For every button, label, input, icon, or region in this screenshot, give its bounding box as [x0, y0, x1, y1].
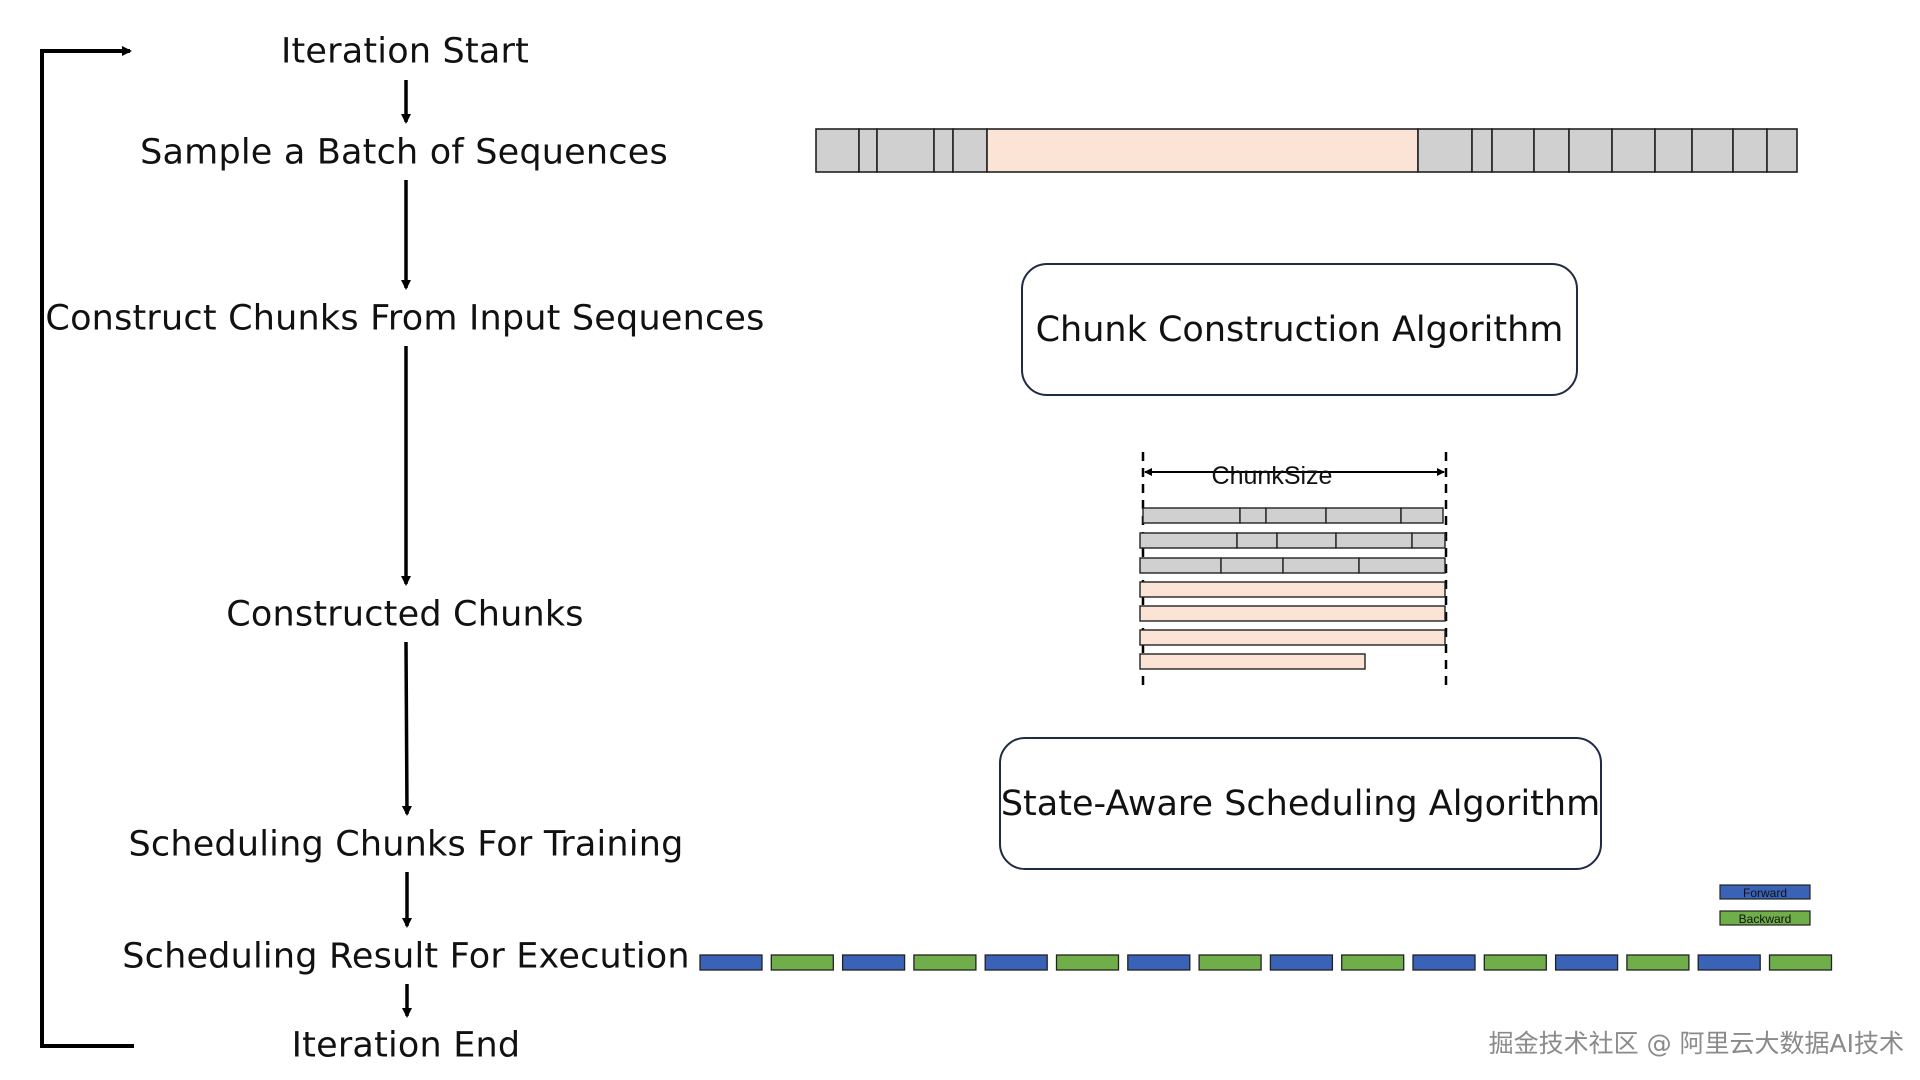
- scheduling-algorithm-label: State-Aware Scheduling Algorithm: [1000, 783, 1601, 824]
- scheduling-result-bar: [699, 954, 1833, 971]
- chunk-long-piece: [1139, 605, 1446, 622]
- sequence-segment: [1533, 128, 1570, 173]
- step-scheduling-result: Scheduling Result For Execution: [122, 936, 690, 977]
- sequence-segment: [1691, 128, 1734, 173]
- legend-backward-label: Backward: [1739, 912, 1792, 926]
- watermark: 掘金技术社区 @ 阿里云大数据AI技术: [1488, 1029, 1904, 1058]
- scheduling-algorithm-box: State-Aware Scheduling Algorithm: [999, 737, 1602, 870]
- constructed-chunks: [1139, 507, 1446, 670]
- forward-block: [699, 954, 763, 971]
- forward-block: [841, 954, 906, 971]
- loop-back-line: [40, 46, 134, 1048]
- chunk-size-dimension: ChunkSize: [1141, 452, 1448, 690]
- chunk-piece: [1142, 507, 1241, 524]
- sequence-segment: [1568, 128, 1613, 173]
- chunk-piece: [1335, 532, 1413, 549]
- chunk-piece: [1282, 557, 1360, 574]
- backward-block: [770, 954, 834, 971]
- chunk-long-piece: [1139, 629, 1446, 646]
- forward-block: [984, 954, 1048, 971]
- sequence-segment: [1471, 128, 1493, 173]
- chunk-piece: [1139, 532, 1238, 549]
- step-scheduling-chunks: Scheduling Chunks For Training: [128, 824, 684, 865]
- legend: Forward Backward: [1719, 884, 1811, 926]
- chunk-long-piece-partial: [1139, 653, 1366, 670]
- sequence-segment: [858, 128, 878, 173]
- chunk-piece: [1325, 507, 1402, 524]
- chunk-piece: [1236, 532, 1278, 549]
- step-sample-batch: Sample a Batch of Sequences: [140, 132, 668, 173]
- sequence-long: [986, 128, 1419, 173]
- forward-block: [1412, 954, 1476, 971]
- flow-arrow-4: [401, 641, 412, 816]
- sequence-segment: [1766, 128, 1798, 173]
- sequence-segment: [815, 128, 860, 173]
- forward-block: [1697, 954, 1761, 971]
- step-constructed-chunks: Constructed Chunks: [226, 594, 584, 635]
- sequence-segment: [1417, 128, 1473, 173]
- step-construct-chunks: Construct Chunks From Input Sequences: [45, 298, 765, 339]
- sequence-segment: [1654, 128, 1693, 173]
- step-iteration-start: Iteration Start: [280, 31, 530, 72]
- legend-backward-swatch: [1719, 910, 1811, 926]
- backward-block: [1483, 954, 1547, 971]
- sequence-batch-bar: [815, 128, 1798, 173]
- chunk-piece: [1139, 557, 1222, 574]
- step-iteration-end: Iteration End: [291, 1025, 521, 1066]
- forward-block: [1554, 954, 1619, 971]
- chunk-piece: [1239, 507, 1267, 524]
- chunk-piece: [1276, 532, 1337, 549]
- legend-forward-label: Forward: [1743, 886, 1787, 900]
- sequence-segment: [1611, 128, 1656, 173]
- sequence-segment: [1491, 128, 1535, 173]
- sequence-segment: [1732, 128, 1768, 173]
- chunk-piece: [1265, 507, 1327, 524]
- sequence-segment: [876, 128, 935, 173]
- chunk-piece: [1358, 557, 1446, 574]
- chunk-piece: [1220, 557, 1284, 574]
- chunk-size-label: ChunkSize: [1212, 462, 1333, 490]
- backward-block: [1198, 954, 1262, 971]
- chunk-construction-algorithm-box: Chunk Construction Algorithm: [1021, 263, 1578, 396]
- flow-arrows: [401, 80, 412, 1018]
- chunk-piece: [1411, 532, 1446, 549]
- forward-block: [1269, 954, 1334, 971]
- backward-block: [913, 954, 977, 971]
- backward-block: [1341, 954, 1405, 971]
- backward-block: [1055, 954, 1120, 971]
- sequence-segment: [952, 128, 988, 173]
- chunk-piece: [1400, 507, 1444, 524]
- backward-block: [1626, 954, 1690, 971]
- chunk-construction-algorithm-label: Chunk Construction Algorithm: [1035, 309, 1564, 350]
- legend-forward-swatch: [1719, 884, 1811, 900]
- chunk-long-piece: [1139, 581, 1446, 598]
- backward-block: [1768, 954, 1833, 971]
- forward-block: [1127, 954, 1191, 971]
- sequence-segment: [933, 128, 954, 173]
